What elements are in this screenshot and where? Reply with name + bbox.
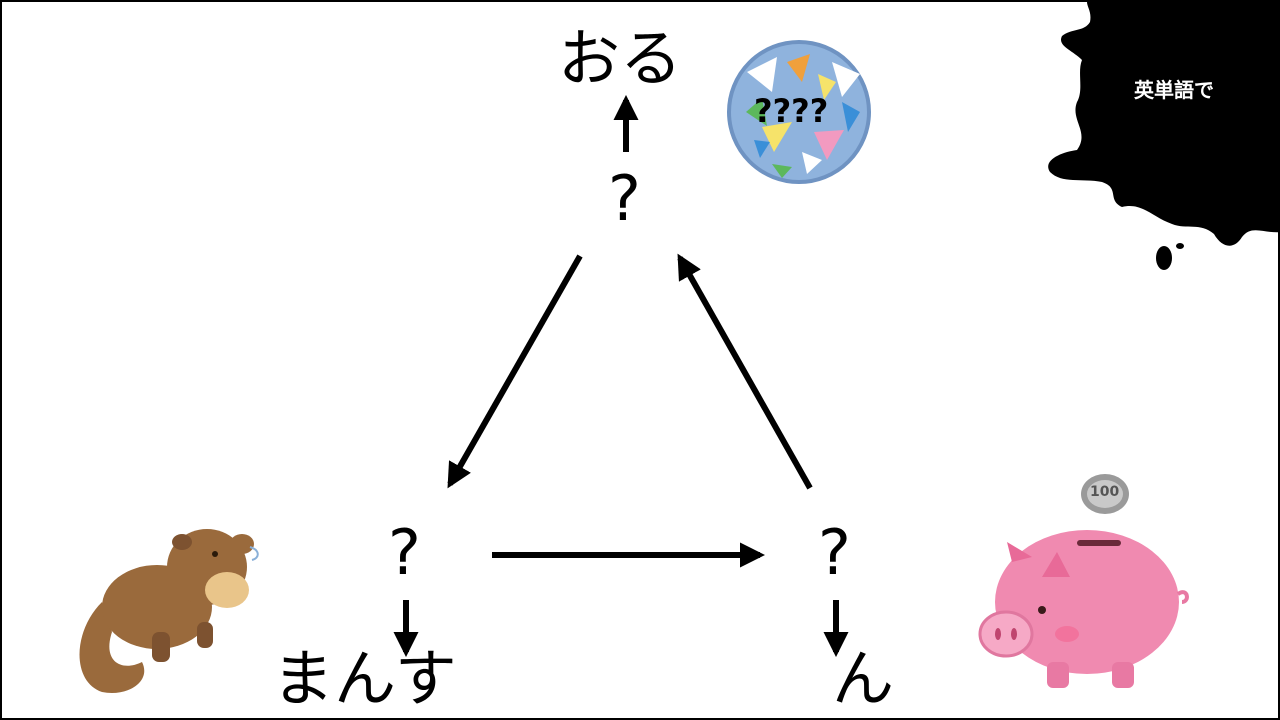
- mosaic-ball-illustration: [727, 40, 871, 184]
- arrow-right-to-top: [677, 253, 813, 490]
- coin-label: 100: [1090, 484, 1120, 500]
- right-question-mark: ?: [818, 516, 851, 589]
- ink-splash-shape: [1048, 2, 1278, 270]
- arrow-top-to-left: [447, 254, 583, 489]
- top-question-mark: ?: [608, 162, 641, 235]
- coin-illustration: [1081, 474, 1129, 514]
- brown-animal-illustration: [79, 529, 259, 693]
- piggy-bank-illustration: [978, 530, 1189, 688]
- left-question-mark: ?: [388, 516, 421, 589]
- ink-splash-label: 英単語で: [1134, 78, 1214, 102]
- ball-question-label: ????: [754, 92, 829, 130]
- top-word: おる: [558, 22, 683, 95]
- left-word: まんす: [272, 642, 457, 715]
- right-word: ん: [832, 642, 895, 715]
